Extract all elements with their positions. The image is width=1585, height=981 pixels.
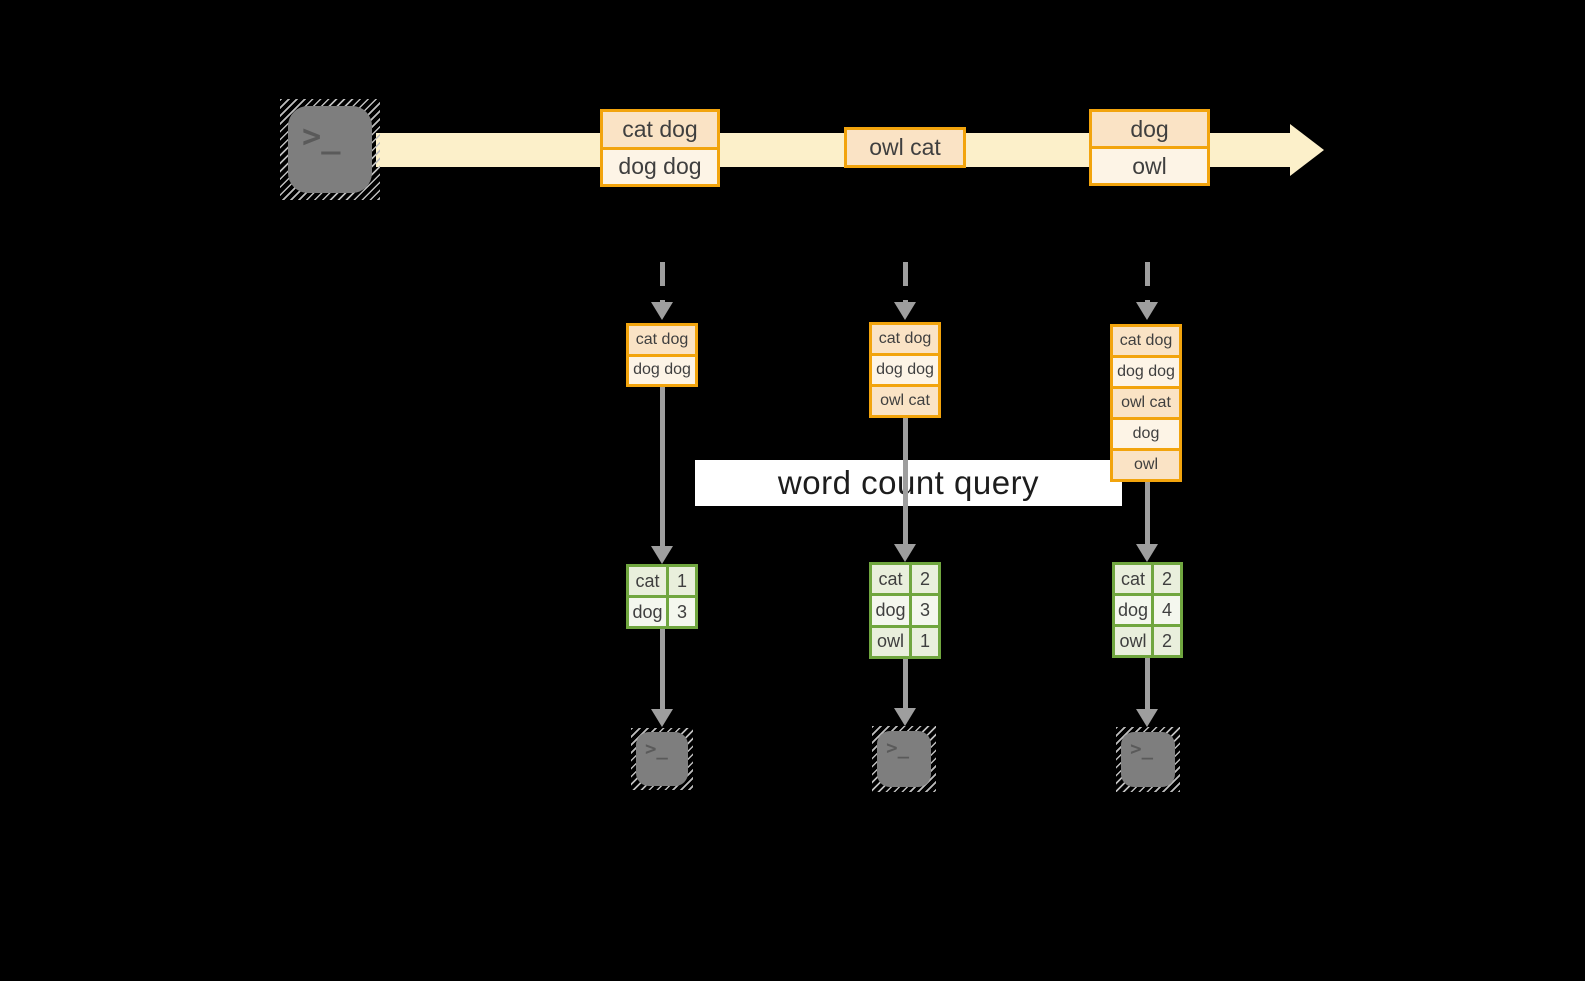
terminal-prompt-icon: >_ <box>877 730 931 788</box>
count-cell-value: 3 <box>912 596 938 625</box>
arrow-head-icon <box>651 302 673 320</box>
sink-arrow <box>660 629 665 709</box>
arrow-head-icon <box>651 546 673 564</box>
arrow-head-icon <box>1136 302 1158 320</box>
buffer-cell: owl cat <box>1113 386 1179 417</box>
sink-terminal-icon: >_ <box>631 728 693 790</box>
message-cell: owl <box>1092 146 1207 183</box>
buffer-cell: dog dog <box>1113 355 1179 386</box>
query-arrow <box>1145 482 1150 544</box>
arrow-head-icon <box>894 708 916 726</box>
stream-batch: dog owl <box>1089 109 1210 186</box>
stream-source-terminal-icon: >_ <box>280 99 380 200</box>
sink-terminal-icon: >_ <box>1116 727 1180 792</box>
count-cell-value: 4 <box>1154 596 1180 624</box>
message-cell: dog dog <box>603 146 717 184</box>
input-buffer: cat dog dog dog owl cat <box>869 322 941 418</box>
count-cell-word: cat <box>872 565 909 594</box>
trigger-dashed-arrow <box>660 262 665 302</box>
arrow-head-icon <box>1136 709 1158 727</box>
sink-arrow <box>1145 658 1150 709</box>
prompt-underscore-icon: _ <box>897 736 910 759</box>
terminal-prompt-icon: >_ <box>635 732 689 786</box>
arrow-head-icon <box>894 302 916 320</box>
sink-terminal-icon: >_ <box>872 726 936 792</box>
prompt-chevron-icon: > <box>302 117 322 156</box>
buffer-cell: dog <box>1113 417 1179 448</box>
buffer-cell: cat dog <box>872 325 938 353</box>
count-cell-word: dog <box>629 598 666 626</box>
trigger-dashed-arrow <box>903 262 908 302</box>
count-cell-word: cat <box>1115 565 1151 593</box>
query-label: word count query <box>695 460 1122 506</box>
buffer-cell: cat dog <box>1113 327 1179 355</box>
count-cell-word: dog <box>1115 596 1151 624</box>
buffer-cell: cat dog <box>629 326 695 354</box>
count-cell-word: owl <box>1115 627 1151 655</box>
query-arrow <box>660 387 665 546</box>
stream-batch: cat dog dog dog <box>600 109 720 187</box>
count-cell-value: 3 <box>669 598 695 626</box>
count-cell-word: cat <box>629 567 666 595</box>
stream-batch: owl cat <box>844 127 966 168</box>
prompt-chevron-icon: > <box>1130 737 1142 760</box>
prompt-underscore-icon: _ <box>321 117 340 156</box>
count-cell-value: 2 <box>912 565 938 594</box>
query-arrow <box>903 418 908 544</box>
input-buffer: cat dog dog dog <box>626 323 698 387</box>
message-cell: cat dog <box>603 112 717 147</box>
buffer-cell: dog dog <box>872 353 938 384</box>
count-cell-value: 2 <box>1154 627 1180 655</box>
terminal-prompt-icon: >_ <box>288 106 372 193</box>
trigger-dashed-arrow <box>1145 262 1150 302</box>
arrow-head-icon <box>1136 544 1158 562</box>
count-cell-value: 1 <box>912 627 938 656</box>
buffer-cell: owl cat <box>872 384 938 415</box>
count-table: cat 2 dog 3 owl 1 <box>869 562 941 659</box>
count-cell-word: owl <box>872 627 909 656</box>
count-table: cat 2 dog 4 owl 2 <box>1112 562 1183 658</box>
arrow-head-icon <box>651 709 673 727</box>
prompt-chevron-icon: > <box>886 736 898 759</box>
prompt-underscore-icon: _ <box>656 738 668 761</box>
input-buffer: cat dog dog dog owl cat dog owl <box>1110 324 1182 482</box>
buffer-cell: dog dog <box>629 353 695 384</box>
message-cell: owl cat <box>847 130 963 165</box>
arrow-head-icon <box>894 544 916 562</box>
stream-arrow-head-icon <box>1290 124 1324 176</box>
count-cell-value: 2 <box>1154 565 1180 593</box>
sink-arrow <box>903 659 908 708</box>
query-label-text: word count query <box>777 464 1040 501</box>
prompt-underscore-icon: _ <box>1141 737 1154 760</box>
count-cell-word: dog <box>872 596 909 625</box>
prompt-chevron-icon: > <box>644 738 657 761</box>
count-table: cat 1 dog 3 <box>626 564 698 629</box>
message-cell: dog <box>1092 112 1207 146</box>
terminal-prompt-icon: >_ <box>1121 731 1175 788</box>
count-cell-value: 1 <box>669 567 695 595</box>
buffer-cell: owl <box>1113 448 1179 479</box>
